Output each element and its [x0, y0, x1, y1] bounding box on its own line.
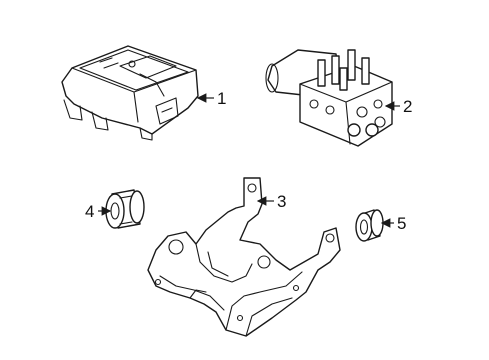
grommet-4 [105, 189, 145, 229]
callout-2-label: 2 [403, 97, 412, 116]
mounting-bracket [147, 177, 341, 337]
callout-4-label: 4 [85, 202, 94, 221]
callout-1-label: 1 [217, 89, 226, 108]
control-module [61, 45, 199, 141]
grommet-5 [355, 209, 384, 242]
hydraulic-modulator [265, 49, 393, 147]
callout-5-label: 5 [397, 214, 406, 233]
callout-3-label: 3 [277, 192, 286, 211]
